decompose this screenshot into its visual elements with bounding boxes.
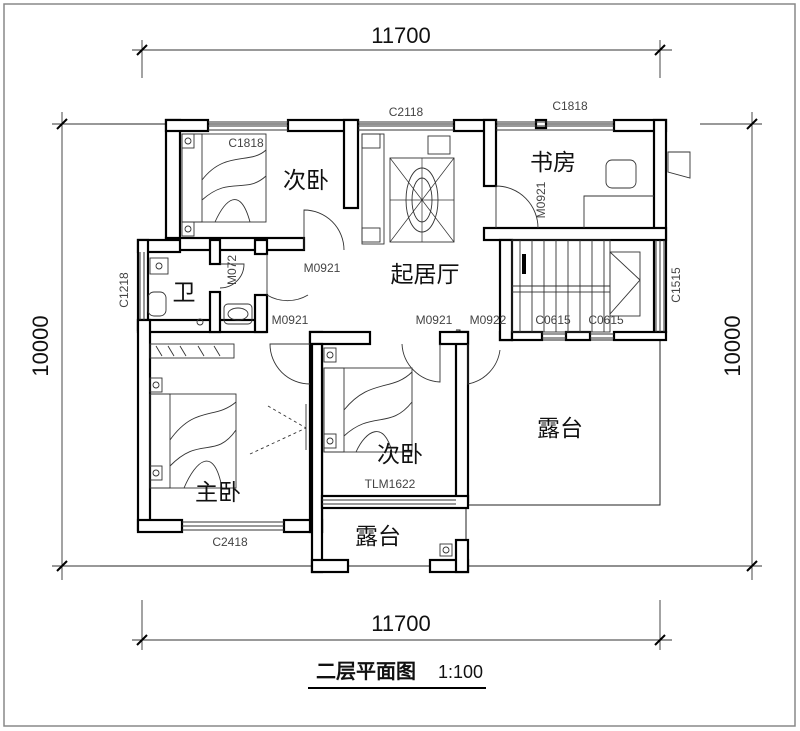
code-m0922: M0922	[470, 313, 507, 327]
doors	[219, 185, 539, 455]
code-m072: M072	[225, 255, 239, 285]
room-terrace-small: 露台	[355, 524, 401, 550]
code-m0921-center: M0921	[416, 313, 453, 327]
code-c1818-bedroom: C1818	[228, 136, 264, 150]
room-bedroom-nw: 次卧	[283, 168, 329, 194]
code-tlm1622: TLM1622	[365, 477, 416, 491]
bottom-width-dimension: 11700	[371, 611, 431, 636]
right-height-dimension: 10000	[720, 315, 745, 376]
room-bedroom-center: 次卧	[377, 442, 423, 468]
left-height-dimension: 10000	[28, 315, 53, 376]
drawing-frame	[3, 3, 796, 727]
windows	[139, 121, 691, 531]
room-study: 书房	[530, 150, 576, 176]
code-m0921-master: M0921	[272, 313, 309, 327]
room-bathroom: 卫	[173, 280, 196, 306]
code-m0921-bedroom: M0921	[304, 261, 341, 275]
terrace-outline	[456, 329, 661, 570]
room-terrace-large: 露台	[537, 416, 583, 442]
code-c0615-b: C0615	[588, 313, 624, 327]
code-c1218: C1218	[117, 272, 131, 308]
room-living: 起居厅	[391, 262, 460, 288]
drawing-title: 二层平面图	[316, 659, 416, 683]
code-c1818-study: C1818	[552, 99, 588, 113]
code-c2118: C2118	[389, 105, 424, 119]
code-m0921-study: M0921	[534, 181, 548, 218]
furniture	[147, 133, 654, 557]
staircase	[511, 239, 641, 333]
drawing-scale: 1:100	[438, 662, 483, 682]
top-width-dimension: 11700	[371, 23, 431, 48]
code-c2418: C2418	[212, 535, 248, 549]
room-master-bedroom: 主卧	[195, 480, 241, 506]
code-c0615-a: C0615	[535, 313, 571, 327]
code-c1515: C1515	[669, 267, 683, 303]
